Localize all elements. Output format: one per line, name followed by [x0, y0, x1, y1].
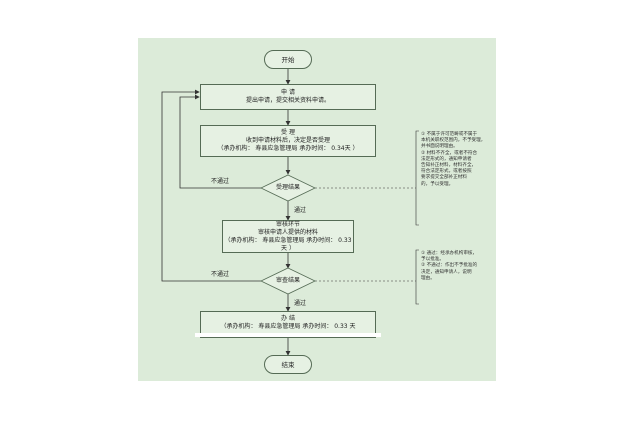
start-node: 开始	[264, 50, 312, 69]
note-brackets	[415, 130, 419, 305]
flowchart-canvas: 开始 申 请 提出申请，提交相关资料申请。 受 理 收到申请材料后，决定是否受理…	[138, 38, 496, 381]
note-connectors	[315, 187, 416, 282]
review-note-line: 理由。	[421, 275, 435, 281]
handle-blank-bar	[195, 333, 381, 337]
accept-meta: （承办机构： 寿县应急管理局 承办时间： 0.34天 ）	[217, 145, 359, 152]
flow-arrows	[161, 69, 291, 356]
accept-note-line: 本机关职权范围内，不予受理，	[421, 138, 486, 144]
review-title: 审核环节	[275, 220, 300, 228]
apply-desc: 提出申请，提交相关资料申请。	[245, 97, 330, 104]
review-result-diamond	[260, 267, 316, 295]
apply-step: 申 请 提出申请，提交相关资料申请。	[200, 84, 376, 110]
accept-desc: 收到申请材料后，决定是否受理	[245, 137, 330, 144]
handle-title: 办 结	[281, 315, 295, 322]
accept-not-pass-label: 不通过	[211, 178, 230, 185]
apply-title: 申 请	[281, 89, 295, 96]
accept-note-line: 法定形式的，通知申请者	[421, 156, 472, 162]
review-meta: （承办机构： 寿县应急管理局 承办时间： 0.33 天 ）	[224, 236, 352, 252]
review-note-line: 予以批准。	[421, 257, 444, 263]
accept-note-line: 并书面说明理由。	[421, 144, 458, 150]
review-not-pass-label: 不通过	[211, 271, 230, 278]
accept-note-line: ① 不属于许可范畴或不属于	[421, 132, 478, 137]
handle-meta: （承办机构： 寿县应急管理局 承办时间： 0.33 天	[220, 323, 356, 330]
accept-step: 受 理 收到申请材料后，决定是否受理 （承办机构： 寿县应急管理局 承办时间： …	[200, 125, 376, 157]
review-pass-label: 通过	[294, 300, 307, 307]
accept-note-line: ② 材料不齐全，或者不符合	[421, 150, 478, 156]
review-step: 审核环节 审核申请人提供的材料 （承办机构： 寿县应急管理局 承办时间： 0.3…	[222, 220, 354, 253]
review-note: ① 通过：经承办机构审核， 予以批准。 ② 不通过：作出不予批准的 决定，通知申…	[421, 251, 495, 282]
accept-note-line: 符合法定形式，或者按照	[421, 169, 472, 175]
handle-step: 办 结 （承办机构： 寿县应急管理局 承办时间： 0.33 天	[195, 311, 381, 338]
accept-note-line: 要求提交全部补正材料	[421, 175, 467, 181]
review-note-line: ② 不通过：作出不予批准的	[421, 263, 478, 269]
review-note-line: 决定，通知申请人，说明	[421, 269, 472, 275]
end-label: 结束	[281, 360, 295, 369]
accept-note-line: 告知补正材料，材料齐全，	[421, 163, 477, 169]
review-result-label: 审查结果	[275, 277, 300, 284]
accept-pass-label: 通过	[294, 207, 307, 214]
accept-title: 受 理	[281, 129, 295, 136]
accept-result-label: 受理结果	[275, 184, 300, 191]
review-desc: 审核申请人提供的材料	[257, 228, 318, 236]
start-label: 开始	[281, 55, 295, 64]
review-note-line: ① 通过：经承办机构审核，	[421, 251, 478, 256]
accept-result-diamond	[260, 174, 316, 202]
accept-note: ① 不属于许可范畴或不属于 本机关职权范围内，不予受理， 并书面说明理由。 ② …	[421, 132, 495, 188]
connector-layer	[161, 69, 419, 356]
end-node: 结束	[264, 355, 312, 374]
accept-note-line: 的，予以受理。	[421, 181, 454, 187]
